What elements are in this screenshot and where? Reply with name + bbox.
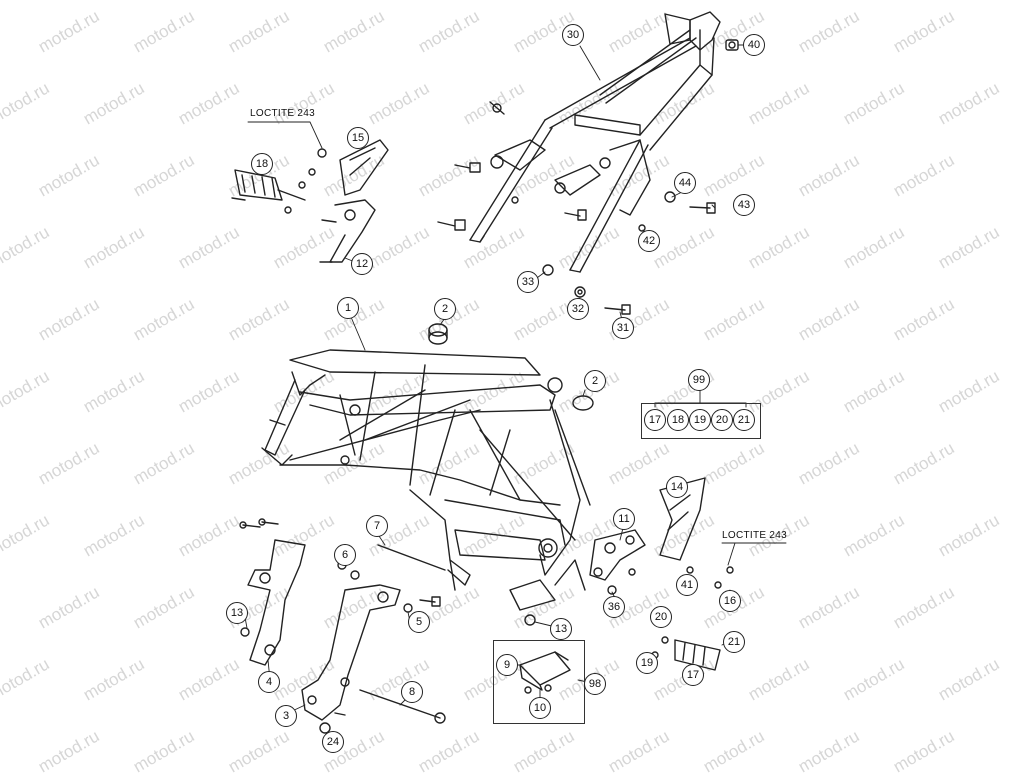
main-frame-drawing bbox=[261, 349, 591, 611]
callout-99[interactable]: 99 bbox=[688, 369, 710, 391]
callout-21[interactable]: 21 bbox=[723, 631, 745, 653]
callout-13-center[interactable]: 13 bbox=[550, 618, 572, 640]
kit-99-item-21[interactable]: 21 bbox=[733, 409, 755, 431]
callout-2-top[interactable]: 2 bbox=[434, 298, 456, 320]
loctite-label-left: LOCTITE 243 bbox=[250, 108, 315, 119]
callout-15[interactable]: 15 bbox=[347, 127, 369, 149]
callout-10[interactable]: 10 bbox=[529, 697, 551, 719]
callout-40[interactable]: 40 bbox=[743, 34, 765, 56]
callout-14[interactable]: 14 bbox=[666, 476, 688, 498]
callout-19[interactable]: 19 bbox=[636, 652, 658, 674]
kit-99-item-19[interactable]: 19 bbox=[689, 409, 711, 431]
callout-9[interactable]: 9 bbox=[496, 654, 518, 676]
callout-1[interactable]: 1 bbox=[337, 297, 359, 319]
right-footrest-drawing bbox=[589, 477, 734, 671]
callout-30[interactable]: 30 bbox=[562, 24, 584, 46]
callout-4[interactable]: 4 bbox=[258, 671, 280, 693]
callout-12[interactable]: 12 bbox=[351, 253, 373, 275]
callout-24[interactable]: 24 bbox=[322, 731, 344, 753]
callout-44[interactable]: 44 bbox=[674, 172, 696, 194]
callout-43[interactable]: 43 bbox=[733, 194, 755, 216]
callout-33[interactable]: 33 bbox=[517, 271, 539, 293]
kit-99-item-20[interactable]: 20 bbox=[711, 409, 733, 431]
callout-11[interactable]: 11 bbox=[613, 508, 635, 530]
rear-subframe-drawing bbox=[469, 11, 721, 273]
callout-98[interactable]: 98 bbox=[584, 673, 606, 695]
callout-20[interactable]: 20 bbox=[650, 606, 672, 628]
callout-7[interactable]: 7 bbox=[366, 515, 388, 537]
callout-2-right[interactable]: 2 bbox=[584, 370, 606, 392]
skid-plate-drawing bbox=[519, 651, 571, 694]
loctite-label-right: LOCTITE 243 bbox=[722, 530, 787, 541]
callout-32[interactable]: 32 bbox=[567, 298, 589, 320]
callout-3[interactable]: 3 bbox=[275, 705, 297, 727]
kit-99-item-18[interactable]: 18 bbox=[667, 409, 689, 431]
callout-16[interactable]: 16 bbox=[719, 590, 741, 612]
callout-36[interactable]: 36 bbox=[603, 596, 625, 618]
kit-99-item-17[interactable]: 17 bbox=[644, 409, 666, 431]
callout-41[interactable]: 41 bbox=[676, 574, 698, 596]
callout-6[interactable]: 6 bbox=[334, 544, 356, 566]
callout-17[interactable]: 17 bbox=[682, 664, 704, 686]
callout-5[interactable]: 5 bbox=[408, 611, 430, 633]
callout-13-left[interactable]: 13 bbox=[226, 602, 248, 624]
callout-42[interactable]: 42 bbox=[638, 230, 660, 252]
upper-left-footrest-drawing bbox=[231, 139, 389, 263]
kit-99-box bbox=[641, 403, 761, 439]
callout-31[interactable]: 31 bbox=[612, 317, 634, 339]
callout-18[interactable]: 18 bbox=[251, 153, 273, 175]
lower-left-bracket-drawing bbox=[239, 518, 536, 734]
callout-8[interactable]: 8 bbox=[401, 681, 423, 703]
